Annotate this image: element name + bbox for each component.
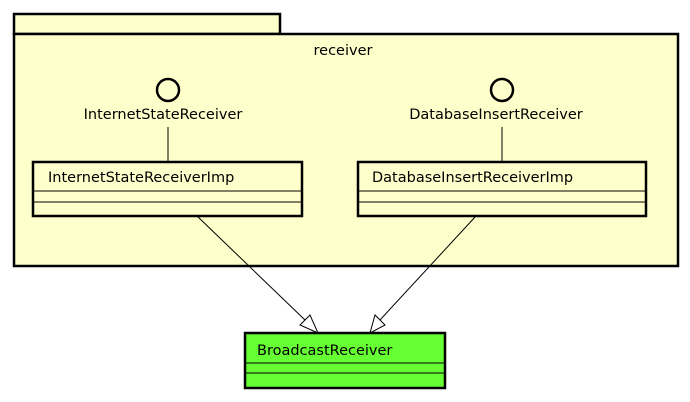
class-box [356,160,648,218]
interface-internet-state-receiver: InternetStateReceiver [84,77,243,123]
interface-lollipop-icon [155,77,181,103]
hollow-arrowhead-icon [369,314,386,334]
class-box [243,331,447,390]
class-name: BroadcastReceiver [257,343,392,359]
class-name: DatabaseInsertReceiverImp [372,170,573,186]
interface-name: DatabaseInsertReceiver [409,107,583,123]
interface-name: InternetStateReceiver [84,107,243,123]
package-body [12,32,680,268]
interface-lollipop-icon [489,77,515,103]
class-name: InternetStateReceiverImp [48,170,234,186]
class-internet-state-receiver-imp: InternetStateReceiverImp [31,160,304,218]
interface-database-insert-receiver: DatabaseInsertReceiver [409,77,583,123]
package-tab [12,12,282,36]
arrow-line [196,215,306,321]
generalization-arrow-database-insert [369,215,477,334]
package-name: receiver [314,43,373,59]
class-box [31,160,304,218]
class-broadcast-receiver: BroadcastReceiver [243,331,447,390]
class-database-insert-receiver-imp: DatabaseInsertReceiverImp [356,160,648,218]
hollow-arrowhead-icon [299,314,319,334]
generalization-arrow-internet-state [196,215,319,334]
arrow-line [379,215,477,321]
package-receiver: receiver [12,12,680,268]
